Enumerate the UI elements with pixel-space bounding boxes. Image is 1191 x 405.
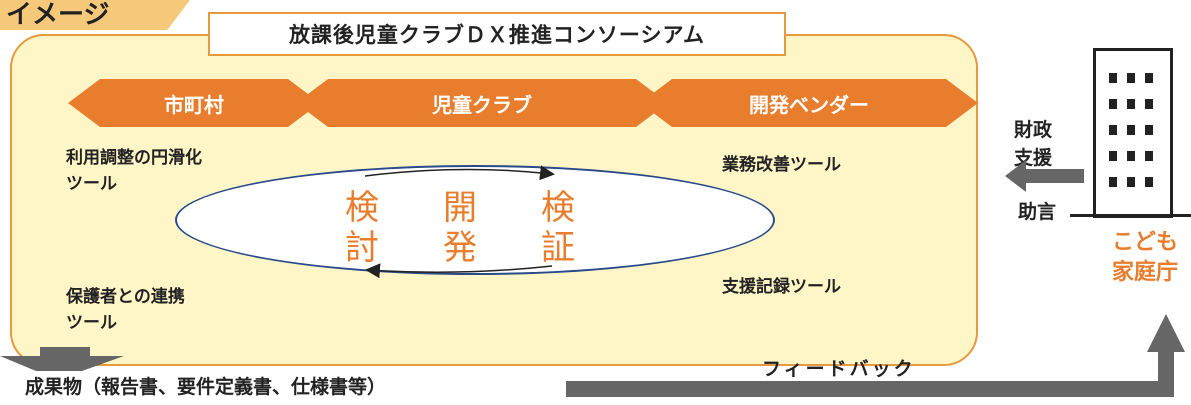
building-ground xyxy=(1070,214,1191,217)
agency-label-line1: こども xyxy=(1111,230,1178,255)
outputs-label: 成果物（報告書、要件定義書、仕様書等） xyxy=(25,376,387,398)
cycle-arrow-bottom xyxy=(365,263,553,279)
advice-label: 助言 xyxy=(1018,201,1057,223)
cycle-step-develop: 開 発 xyxy=(440,188,480,268)
outputs-down-arrow xyxy=(0,347,124,371)
tool-parent-collab-line1: 保護者との連携 xyxy=(66,287,185,307)
tool-scheduling-line2: ツール xyxy=(66,174,117,194)
feedback-label: フィードバック xyxy=(762,358,916,380)
tool-scheduling: 利用調整の円滑化 ツール xyxy=(66,145,202,197)
cycle-step-verify-c1: 検 xyxy=(541,188,575,228)
cycle-arrow-top xyxy=(364,165,555,181)
member-childcare-club: 児童クラブ xyxy=(296,79,668,127)
cycle-step-verify-c2: 証 xyxy=(541,228,575,268)
image-tag: イメージ xyxy=(0,0,190,30)
cycle-step-review: 検 討 xyxy=(342,188,382,268)
support-arrow-shape xyxy=(1005,160,1084,192)
cycle-step-review-c2: 討 xyxy=(345,228,379,268)
cycle-ellipse xyxy=(175,165,775,275)
tool-work-improvement: 業務改善ツール xyxy=(722,155,841,175)
tool-parent-collab-line2: ツール xyxy=(66,313,117,333)
tool-scheduling-line1: 利用調整の円滑化 xyxy=(66,148,202,168)
tool-support-record: 支援記録ツール xyxy=(722,277,841,297)
cycle-step-verify: 検 証 xyxy=(538,188,578,268)
feedback-arrow xyxy=(566,314,1185,397)
consortium-title: 放課後児童クラブＤＸ推進コンソーシアム xyxy=(208,12,786,56)
member-municipality: 市町村 xyxy=(68,79,320,127)
building-icon xyxy=(1093,48,1173,218)
cycle-step-develop-c2: 発 xyxy=(443,228,477,268)
member-dev-vendor: 開発ベンダー xyxy=(640,79,978,127)
financial-support-line1: 財政 xyxy=(1014,119,1053,141)
cycle-step-develop-c1: 開 xyxy=(443,188,477,228)
image-tag-label: イメージ xyxy=(6,0,110,30)
agency-label: こども 家庭庁 xyxy=(1100,228,1190,288)
cycle-step-review-c1: 検 xyxy=(345,188,379,228)
agency-label-line2: 家庭庁 xyxy=(1111,260,1178,285)
tool-parent-collab: 保護者との連携 ツール xyxy=(66,284,185,336)
